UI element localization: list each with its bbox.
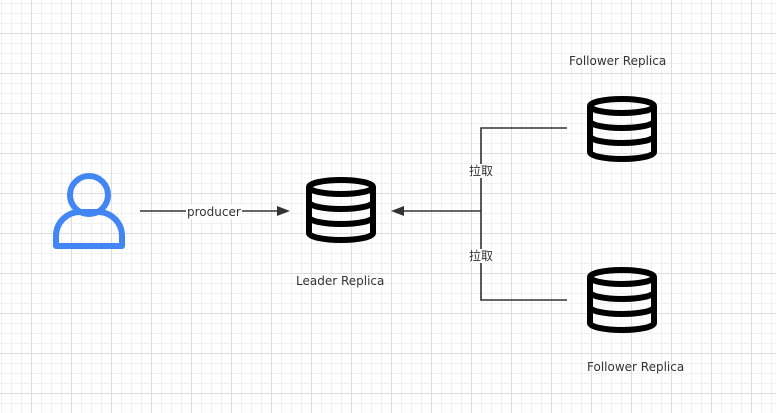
follower-bottom-label: Follower Replica	[587, 360, 685, 374]
follower-top-label: Follower Replica	[569, 54, 667, 68]
leader-database-icon[interactable]	[309, 180, 373, 240]
follower-top-database-icon[interactable]	[590, 99, 654, 159]
user-icon[interactable]	[53, 173, 125, 249]
leader-replica-label: Leader Replica	[296, 274, 385, 288]
follower-bottom-database-icon[interactable]	[590, 270, 654, 330]
edge-followers-to-leader[interactable]	[391, 127, 567, 301]
edge-label-producer: producer	[186, 205, 242, 219]
edge-label-pull-top: 拉取	[468, 164, 495, 178]
edge-label-pull-bottom: 拉取	[468, 249, 495, 263]
